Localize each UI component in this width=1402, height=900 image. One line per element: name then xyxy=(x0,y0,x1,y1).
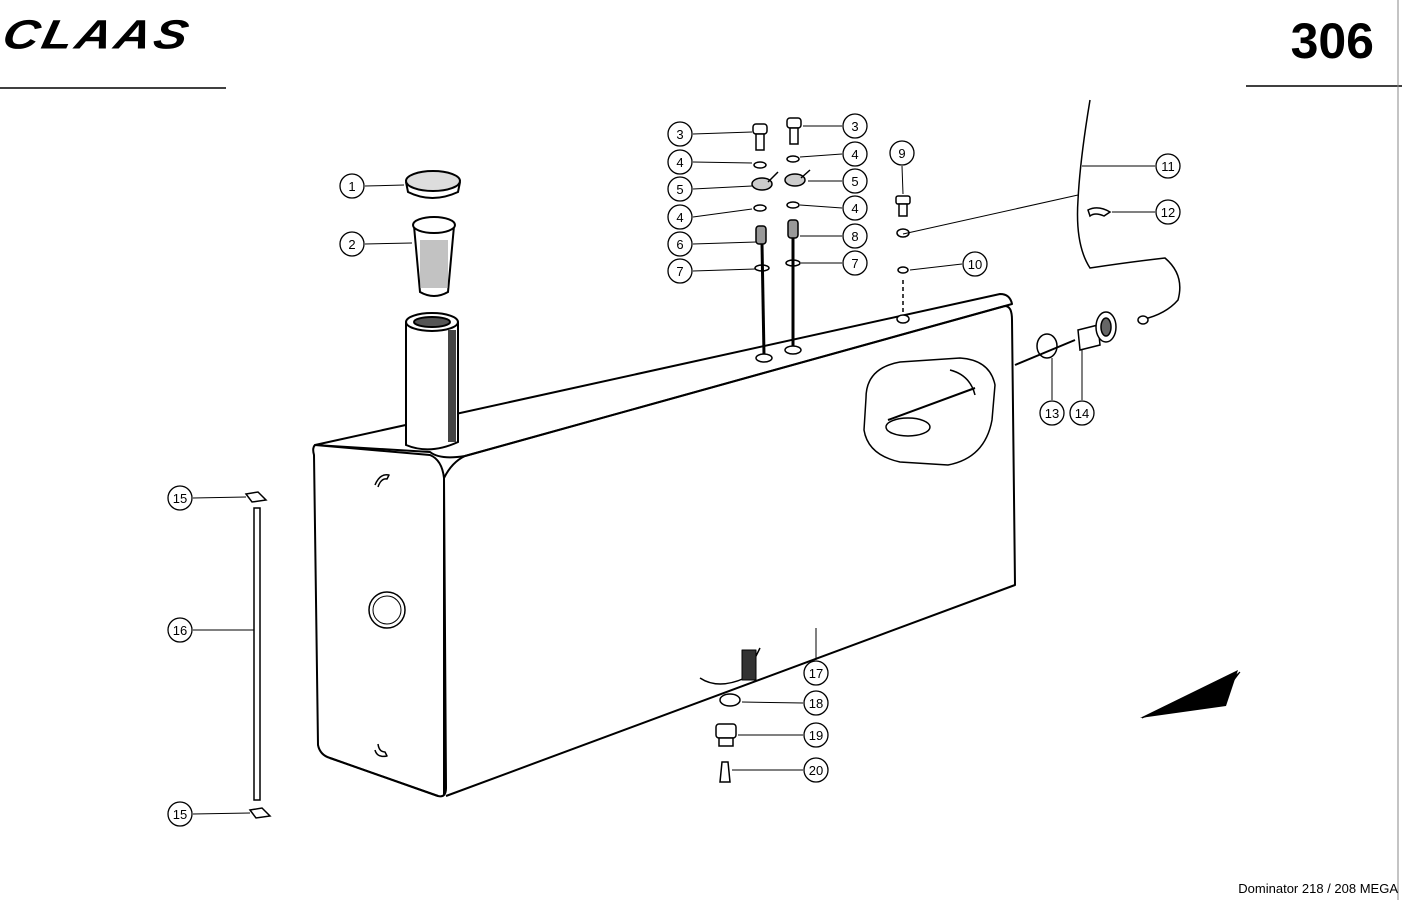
callout-11: 11 xyxy=(1082,153,1181,179)
callout-17: 17 xyxy=(803,628,829,686)
callout-label: 5 xyxy=(676,182,683,197)
callout-4-left-upper: 4 xyxy=(667,149,753,175)
callout-label: 7 xyxy=(851,256,858,271)
callout-9: 9 xyxy=(889,140,915,195)
banjo-fittings-left xyxy=(751,123,779,363)
callout-13: 13 xyxy=(1039,358,1065,426)
page-number: 306 xyxy=(1290,13,1374,69)
filler-cap xyxy=(405,170,461,199)
callout-3-left: 3 xyxy=(667,121,753,147)
callout-label: 6 xyxy=(676,237,683,252)
callout-label: 15 xyxy=(173,491,187,506)
callout-4-right-lower: 4 xyxy=(799,195,868,221)
banjo-fittings-right xyxy=(784,117,811,355)
vent-pipe-assembly xyxy=(244,491,272,819)
model-caption: Dominator 218 / 208 MEGA xyxy=(1238,881,1398,896)
callout-5-right: 5 xyxy=(808,168,868,194)
callout-label: 16 xyxy=(173,623,187,638)
callout-label: 11 xyxy=(1161,159,1175,174)
callout-label: 5 xyxy=(851,174,858,189)
bolt-and-washer-9-10 xyxy=(895,195,911,324)
callout-6: 6 xyxy=(667,231,757,257)
callout-label: 13 xyxy=(1045,406,1059,421)
callout-label: 8 xyxy=(851,229,858,244)
callout-label: 1 xyxy=(348,179,355,194)
callout-label: 2 xyxy=(348,237,355,252)
callout-3-right: 3 xyxy=(803,113,868,139)
callout-label: 7 xyxy=(676,264,683,279)
callout-5-left: 5 xyxy=(667,176,753,202)
callout-4-left-lower: 4 xyxy=(667,204,753,230)
callout-4-right-upper: 4 xyxy=(799,141,868,167)
callout-label: 12 xyxy=(1161,205,1175,220)
callout-16: 16 xyxy=(167,617,254,643)
callout-20: 20 xyxy=(732,757,829,783)
callout-7-left: 7 xyxy=(667,258,756,284)
callout-label: 4 xyxy=(676,210,683,225)
fuel-tank xyxy=(312,293,1016,798)
callout-label: 20 xyxy=(809,763,823,778)
callout-label: 3 xyxy=(851,119,858,134)
callout-1: 1 xyxy=(339,173,405,199)
callout-label: 4 xyxy=(851,201,858,216)
callout-label: 14 xyxy=(1075,406,1089,421)
callout-7-right: 7 xyxy=(801,250,868,276)
callout-14: 14 xyxy=(1069,350,1095,426)
fuel-sender-unit xyxy=(902,99,1181,366)
callout-15-bottom: 15 xyxy=(167,801,251,827)
strainer xyxy=(412,216,456,297)
callout-label: 9 xyxy=(898,146,905,161)
callout-label: 18 xyxy=(809,696,823,711)
drain-plug-assembly xyxy=(715,693,741,783)
callout-label: 4 xyxy=(851,147,858,162)
callout-label: 19 xyxy=(809,728,823,743)
callout-12: 12 xyxy=(1112,199,1181,225)
callout-label: 4 xyxy=(676,155,683,170)
filler-neck xyxy=(405,312,459,451)
callout-label: 15 xyxy=(173,807,187,822)
callout-label: 17 xyxy=(809,666,823,681)
callout-15-top: 15 xyxy=(167,485,247,511)
callout-19: 19 xyxy=(738,722,829,748)
callout-18: 18 xyxy=(741,690,829,716)
callout-label: 10 xyxy=(968,257,982,272)
callout-2: 2 xyxy=(339,231,413,257)
callout-10: 10 xyxy=(909,251,988,277)
callout-label: 3 xyxy=(676,127,683,142)
callout-8: 8 xyxy=(800,223,868,249)
